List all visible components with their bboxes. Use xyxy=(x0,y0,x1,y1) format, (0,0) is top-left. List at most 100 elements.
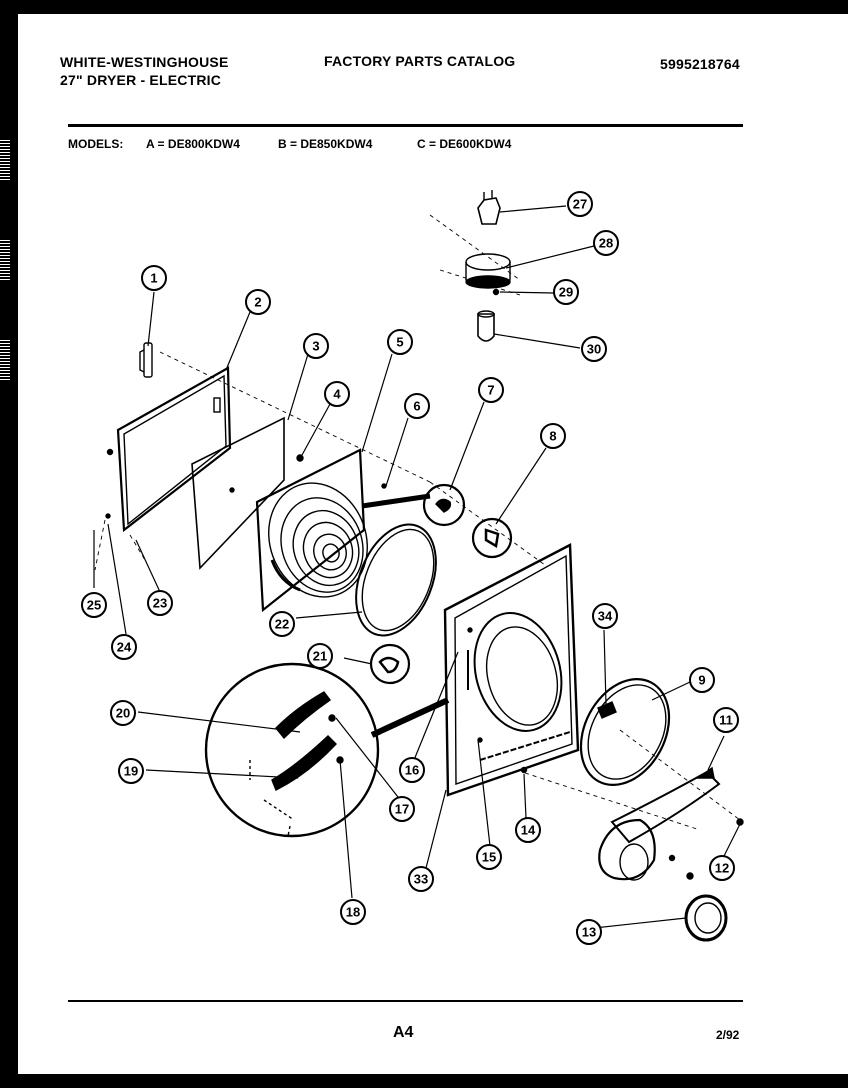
callout-circle xyxy=(476,844,502,870)
callout-9: 9 xyxy=(689,667,715,693)
callout-circle xyxy=(269,611,295,637)
callout-number: 24 xyxy=(117,640,132,655)
callout-number: 20 xyxy=(116,706,130,721)
callout-number: 12 xyxy=(715,861,729,876)
callout-circle xyxy=(147,590,173,616)
callout-number: 9 xyxy=(698,673,705,688)
callout-number: 11 xyxy=(719,713,733,728)
part-drum-seal xyxy=(579,678,671,786)
callout-number: 4 xyxy=(333,387,341,402)
callout-number: 28 xyxy=(599,236,613,251)
part-hinge xyxy=(139,342,153,378)
leader-lines xyxy=(93,205,741,931)
page-code: A4 xyxy=(393,1024,414,1041)
callout-6: 6 xyxy=(404,393,430,419)
models-label: MODELS: xyxy=(68,137,124,151)
callout-circle xyxy=(303,333,329,359)
callout-group: 1234567891112131415161718192021222324252… xyxy=(81,191,739,945)
callout-number: 19 xyxy=(124,764,138,779)
callout-circle xyxy=(709,855,735,881)
part-door-inner-panel xyxy=(191,416,304,570)
callout-circle xyxy=(576,919,602,945)
callout-circle xyxy=(389,796,415,822)
callout-number: 25 xyxy=(87,598,101,613)
callout-21: 21 xyxy=(307,643,333,669)
callout-circle xyxy=(340,899,366,925)
part-door-outer-panel xyxy=(105,366,232,533)
callout-25: 25 xyxy=(81,592,107,618)
callout-number: 3 xyxy=(312,339,319,354)
callout-3: 3 xyxy=(303,333,329,359)
callout-number: 15 xyxy=(482,850,496,865)
callout-circle xyxy=(689,667,715,693)
callout-13: 13 xyxy=(576,919,602,945)
callout-circle xyxy=(581,336,607,362)
brand-title: WHITE-WESTINGHOUSE xyxy=(60,54,229,70)
callout-number: 29 xyxy=(559,285,573,300)
callout-number: 22 xyxy=(275,617,289,632)
callout-circle xyxy=(81,592,107,618)
callout-circle xyxy=(478,377,504,403)
callout-number: 8 xyxy=(549,429,556,444)
callout-7: 7 xyxy=(478,377,504,403)
callout-number: 30 xyxy=(587,342,601,357)
callout-circle xyxy=(118,758,144,784)
callout-circle xyxy=(110,700,136,726)
part-catch-21 xyxy=(369,643,411,685)
part-knob-7 xyxy=(361,483,466,527)
callout-circle xyxy=(245,289,271,315)
callout-number: 2 xyxy=(254,295,261,310)
callout-33: 33 xyxy=(408,866,434,892)
model-a: A = DE800KDW4 xyxy=(146,137,240,151)
callout-number: 21 xyxy=(313,649,327,664)
callout-28: 28 xyxy=(593,230,619,256)
binder-marks xyxy=(0,240,10,280)
callout-circle xyxy=(404,393,430,419)
callout-24: 24 xyxy=(111,634,137,660)
callout-18: 18 xyxy=(340,899,366,925)
callout-circle xyxy=(111,634,137,660)
product-title: 27" DRYER - ELECTRIC xyxy=(60,72,222,88)
callout-circle xyxy=(567,191,593,217)
footer-rule xyxy=(68,1000,743,1002)
part-bulkhead-duct xyxy=(598,766,721,881)
callout-number: 33 xyxy=(414,872,428,887)
model-c: C = DE600KDW4 xyxy=(417,137,512,151)
callout-1: 1 xyxy=(141,265,167,291)
part-door-catch xyxy=(471,517,513,559)
callout-circle xyxy=(592,603,618,629)
callout-number: 14 xyxy=(521,823,536,838)
callout-34: 34 xyxy=(592,603,618,629)
callout-circle xyxy=(387,329,413,355)
callout-circle xyxy=(540,423,566,449)
revision-date: 2/92 xyxy=(716,1028,740,1042)
detail-magnifier xyxy=(204,662,450,838)
callout-22: 22 xyxy=(269,611,295,637)
callout-30: 30 xyxy=(581,336,607,362)
callout-number: 27 xyxy=(573,197,587,212)
part-door-seal-ring xyxy=(355,523,437,637)
callout-number: 6 xyxy=(413,399,420,414)
callout-17: 17 xyxy=(389,796,415,822)
callout-circle xyxy=(399,757,425,783)
callout-number: 1 xyxy=(150,271,157,286)
callout-circle xyxy=(553,279,579,305)
callout-number: 16 xyxy=(405,763,419,778)
alignment-lines xyxy=(94,214,741,831)
callout-number: 5 xyxy=(396,335,403,350)
callout-27: 27 xyxy=(567,191,593,217)
callout-23: 23 xyxy=(147,590,173,616)
callout-circle xyxy=(593,230,619,256)
part-ring-13 xyxy=(684,894,728,942)
catalog-title: FACTORY PARTS CATALOG xyxy=(324,53,516,69)
binder-marks xyxy=(0,340,10,380)
callout-number: 23 xyxy=(153,596,167,611)
catalog-number: 5995218764 xyxy=(660,56,740,72)
part-door-liner xyxy=(255,448,387,613)
part-lamp-assembly xyxy=(465,190,511,342)
callout-16: 16 xyxy=(399,757,425,783)
callout-14: 14 xyxy=(515,817,541,843)
callout-number: 13 xyxy=(582,925,596,940)
